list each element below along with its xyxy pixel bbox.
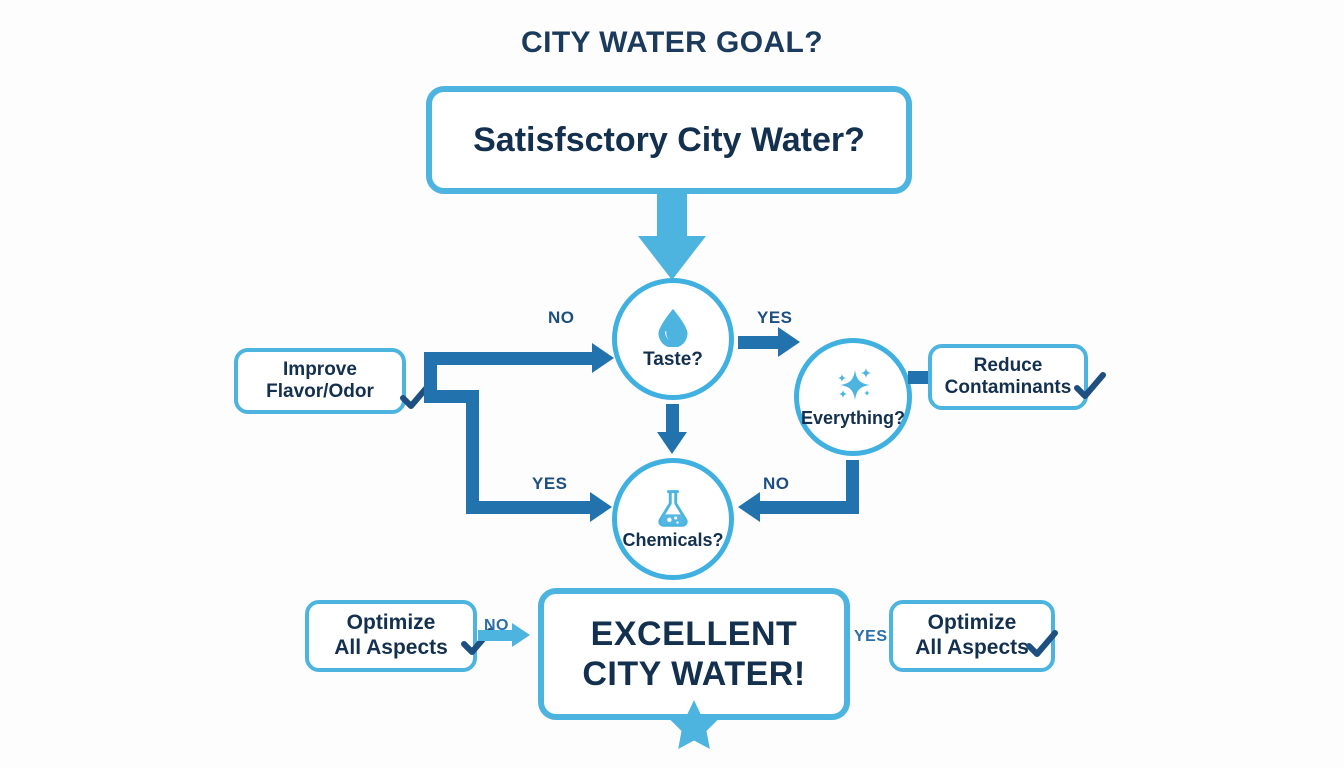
sparkle-icon xyxy=(838,367,871,400)
connector-optimize-left-to-result-arrowhead xyxy=(512,623,530,647)
page-title: CITY WATER GOAL? xyxy=(521,26,823,59)
connector-taste-yes-horizontal xyxy=(738,336,786,349)
connector-root-to-taste-arrowhead xyxy=(638,236,706,280)
node-chemicals-label: Chemicals? xyxy=(622,529,724,550)
check-icon xyxy=(400,382,432,409)
star-icon xyxy=(669,700,719,749)
node-root-satisfactory-city-water[interactable]: Satisfsctory City Water? xyxy=(426,86,912,194)
node-root-label: Satisfsctory City Water? xyxy=(473,120,865,159)
water-droplet-icon xyxy=(658,308,688,347)
connector-everything-no-riser xyxy=(846,460,859,514)
check-icon xyxy=(1074,372,1106,399)
connector-flavor-yes-riser xyxy=(466,390,479,514)
connector-taste-yes-arrowhead xyxy=(778,327,800,357)
connector-optimize-left-to-result-shaft xyxy=(478,630,516,641)
node-optimize-all-aspects-right[interactable]: Optimize All Aspects xyxy=(889,600,1055,672)
flask-icon xyxy=(658,489,688,527)
connector-root-to-taste-shaft xyxy=(657,194,687,242)
connector-taste-no-arrowhead xyxy=(592,343,614,373)
node-optimize-right-label: Optimize All Aspects xyxy=(915,611,1029,659)
node-improve-flavor-odor-label: Improve Flavor/Odor xyxy=(266,358,374,402)
node-reduce-contaminants[interactable]: Reduce Contaminants xyxy=(928,344,1088,410)
node-improve-flavor-odor[interactable]: Improve Flavor/Odor xyxy=(234,348,406,414)
connector-chemicals-yes-arrowhead xyxy=(590,492,612,522)
node-chemicals-decision[interactable]: Chemicals? xyxy=(612,458,734,580)
edge-label-taste-no: NO xyxy=(548,308,575,327)
node-taste-decision[interactable]: Taste? xyxy=(612,278,734,400)
edge-label-result-no: NO xyxy=(484,617,509,634)
connector-flavor-no-horizontal xyxy=(424,352,604,365)
edge-label-taste-yes: YES xyxy=(757,308,793,327)
node-optimize-all-aspects-left[interactable]: Optimize All Aspects xyxy=(305,600,477,672)
connector-everything-no-arrowhead xyxy=(738,492,760,522)
connector-flavor-yes-stub xyxy=(424,390,479,403)
connector-everything-no-horizontal xyxy=(760,501,859,514)
node-reduce-contaminants-label: Reduce Contaminants xyxy=(944,354,1072,398)
connector-everything-to-reduce xyxy=(908,371,934,384)
edge-label-chemicals-yes: YES xyxy=(532,474,568,493)
node-optimize-left-label: Optimize All Aspects xyxy=(334,611,448,659)
node-everything-decision[interactable]: Everything? xyxy=(794,338,912,456)
connector-taste-to-chemicals-arrowhead xyxy=(657,432,687,454)
node-result-label: EXCELLENT CITY WATER! xyxy=(582,614,806,693)
connector-chemicals-yes-horizontal xyxy=(466,501,598,514)
node-everything-label: Everything? xyxy=(800,407,906,428)
check-icon xyxy=(1026,630,1058,657)
connector-taste-to-chemicals-shaft xyxy=(666,404,679,436)
edge-label-everything-no: NO xyxy=(763,474,790,493)
edge-label-result-yes: YES xyxy=(854,628,888,645)
node-taste-label: Taste? xyxy=(643,349,703,370)
